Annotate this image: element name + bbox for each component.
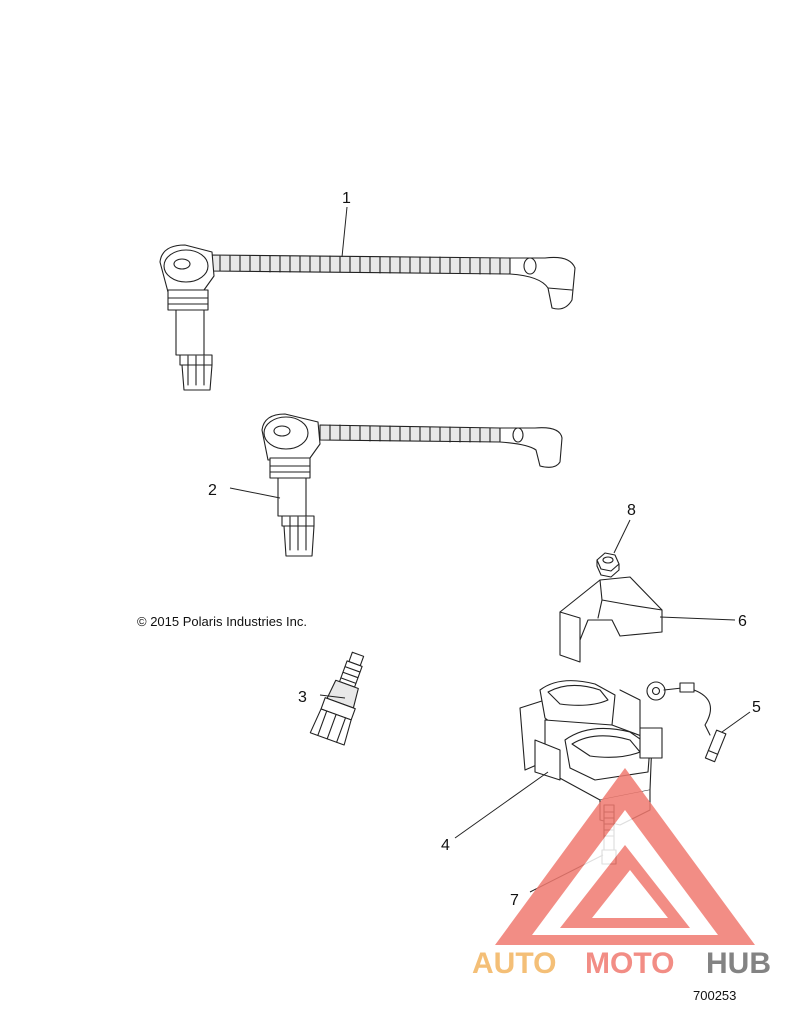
- logo-text-auto: AUTO: [472, 947, 556, 980]
- callout-2: 2: [208, 482, 217, 499]
- callout-5: 5: [752, 699, 761, 716]
- part-2-spark-plug-wire-short: [261, 413, 563, 557]
- part-6-bracket: [559, 576, 663, 663]
- part-3-spark-plug: [309, 651, 365, 746]
- leader-6: [659, 616, 736, 621]
- leader-3: [319, 694, 346, 699]
- part-5-sensor-lead: [646, 681, 727, 763]
- callout-7: 7: [510, 892, 519, 909]
- callout-6: 6: [738, 613, 747, 630]
- callout-8: 8: [627, 502, 636, 519]
- callout-4: 4: [441, 837, 450, 854]
- figure-number: 700253: [693, 988, 736, 1003]
- logo-text-hub: HUB: [706, 947, 771, 980]
- leader-5: [721, 711, 751, 733]
- leader-1: [341, 206, 348, 258]
- automotohub-logo: AUTO MOTO HUB: [472, 768, 771, 980]
- leader-2: [229, 487, 281, 499]
- callout-3: 3: [298, 689, 307, 706]
- leader-4: [454, 771, 549, 839]
- part-1-spark-plug-wire-long: [159, 244, 576, 391]
- part-8-nut: [596, 552, 620, 578]
- leader-8: [613, 519, 631, 554]
- callout-1: 1: [342, 190, 351, 207]
- logo-text-moto: MOTO: [585, 947, 674, 980]
- copyright-text: © 2015 Polaris Industries Inc.: [137, 614, 307, 629]
